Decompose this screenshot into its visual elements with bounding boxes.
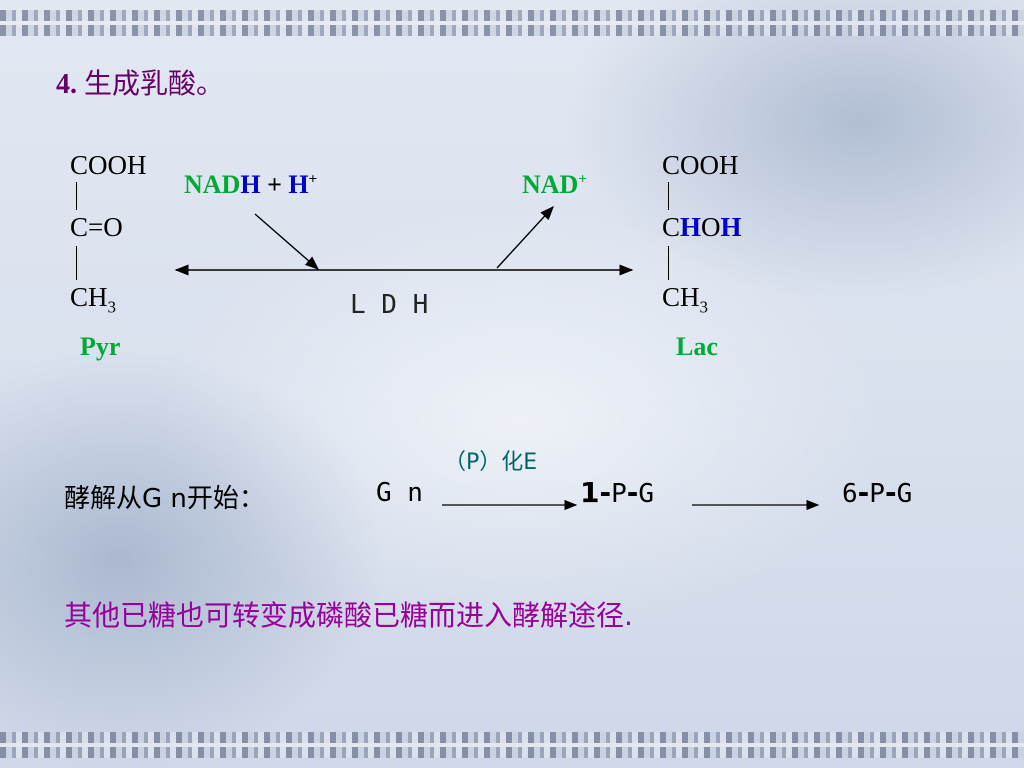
g6p-number: 6 [842, 479, 858, 509]
lactate-h1: H [680, 212, 702, 242]
lactate-c: C [662, 212, 681, 242]
nadh-nad: NAD [184, 170, 241, 199]
nadh-incoming-arrow [254, 213, 320, 270]
other-hexoses-note: 其他已糖也可转变成磷酸已糖而进入酵解途径. [64, 599, 633, 632]
g1p-number: 1 [580, 476, 600, 509]
pyruvate-name: Pyr [80, 332, 121, 361]
phosphorylase-label: （P）化E [444, 450, 538, 475]
g1p-g: G [638, 479, 655, 509]
lactate-methyl-base: CH [662, 282, 700, 312]
nad-outgoing-arrow [496, 205, 554, 269]
g6p-g: G [896, 479, 913, 509]
pyruvate-methyl-base: CH [70, 282, 108, 312]
pyruvate-methyl-sub: 3 [107, 297, 117, 317]
nad-out: NAD [522, 170, 579, 199]
pyruvate-carbonyl: C=O [70, 212, 123, 242]
lactate-cooh: COOH [662, 150, 739, 180]
g6p-p: P [869, 479, 885, 509]
pyruvate-methyl: CH3 [70, 282, 116, 317]
top-decorative-band [0, 10, 1024, 36]
lactate-methyl: CH3 [662, 282, 708, 317]
glycogen-gn: G n [376, 478, 423, 508]
pyruvate-bond-1 [76, 182, 77, 210]
glucose-1-phosphate: 1-P-G [580, 476, 654, 510]
proton-sup: + [308, 171, 318, 188]
glycolysis-start-label: 酵解从G n开始： [64, 484, 265, 514]
heading-number: 4. [56, 69, 77, 100]
nad-out-sup: + [578, 171, 587, 188]
lactate-bond-1 [668, 182, 669, 210]
lactate-o: O [701, 212, 721, 242]
g1p-p: P [611, 479, 627, 509]
pyruvate-bond-2 [76, 246, 77, 280]
nadh-h: H [240, 170, 261, 199]
g1p-dash-2: - [626, 476, 639, 509]
proton-h: H [288, 170, 309, 199]
nadh-h-label: NADH + H+ [184, 170, 317, 200]
bottom-decorative-band [0, 732, 1024, 758]
lactate-h2: H [720, 212, 742, 242]
glucose-6-phosphate: 6-P-G [842, 476, 912, 510]
lactate-name: Lac [676, 332, 718, 361]
nad-plus-label: NAD+ [522, 170, 587, 200]
lactate-chohh: CHOH [662, 212, 742, 243]
g6p-dash-2: - [884, 476, 897, 509]
lactate-bond-2 [668, 246, 669, 280]
nadh-plus: + [267, 170, 282, 199]
g1p-dash-1: - [599, 476, 612, 509]
g6p-dash-1: - [857, 476, 870, 509]
ldh-enzyme-label: L D H [350, 290, 429, 320]
heading-text: 生成乳酸。 [84, 67, 225, 100]
lactate-methyl-sub: 3 [699, 297, 709, 317]
slide-heading: 4. 生成乳酸。 [56, 62, 224, 102]
pyruvate-cooh: COOH [70, 150, 147, 180]
